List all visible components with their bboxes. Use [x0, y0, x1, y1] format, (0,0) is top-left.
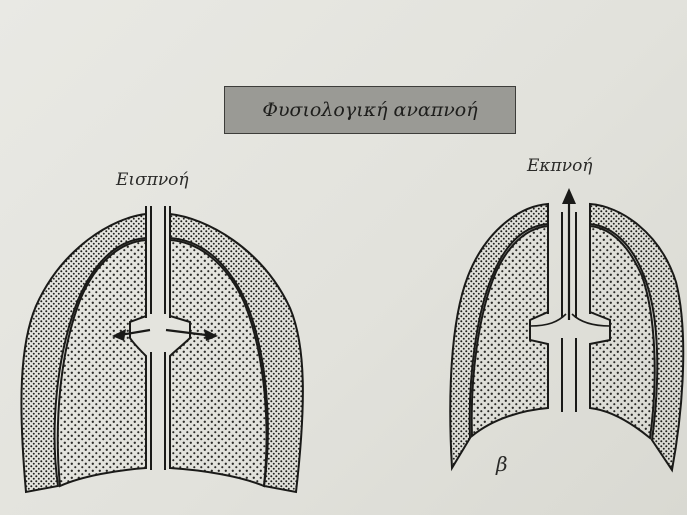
left-mediastinum: [151, 352, 165, 470]
title-box: Φυσιολογική αναπνοή: [224, 86, 516, 134]
right-mediastinum: [562, 338, 576, 412]
exhale-arrowhead: [562, 188, 576, 204]
left-trachea: [146, 206, 170, 318]
right-lung-pair: [450, 188, 683, 470]
exhale-label: Εκπνοή: [527, 156, 593, 176]
panel-b-label: β: [496, 452, 508, 476]
left-lung-pair: [21, 206, 302, 492]
page-title: Φυσιολογική αναπνοή: [262, 99, 477, 121]
inhale-label: Εισπνοή: [116, 170, 189, 190]
